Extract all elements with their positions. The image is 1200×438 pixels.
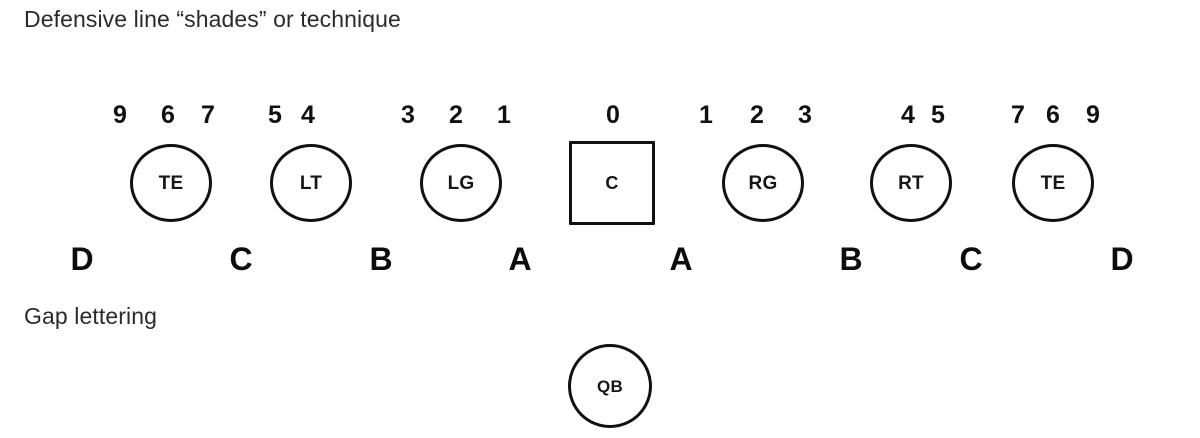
player-lt-1: LT: [270, 144, 352, 222]
technique-number: 2: [449, 101, 463, 129]
technique-number: 3: [798, 101, 812, 129]
technique-number: 4: [901, 101, 915, 129]
player-label: TE: [158, 172, 184, 194]
page-title: Defensive line “shades” or technique: [24, 6, 401, 32]
technique-number: 7: [201, 101, 215, 129]
player-c-3: C: [569, 141, 655, 225]
technique-number: 7: [1011, 101, 1025, 129]
gap-letter: C: [229, 241, 253, 277]
gap-letter: B: [369, 241, 393, 277]
gap-letter: D: [1110, 241, 1134, 277]
gap-letter: D: [70, 241, 94, 277]
player-qb: QB: [568, 344, 652, 428]
technique-number: 1: [699, 101, 713, 129]
technique-number: 9: [113, 101, 127, 129]
technique-number: 9: [1086, 101, 1100, 129]
player-label: LG: [447, 172, 475, 194]
player-label: RT: [898, 172, 924, 194]
gap-letter: A: [669, 241, 693, 277]
technique-number: 3: [401, 101, 415, 129]
player-te-6: TE: [1012, 144, 1094, 222]
technique-number: 6: [161, 101, 175, 129]
player-lg-2: LG: [420, 144, 502, 222]
gap-letter: B: [839, 241, 863, 277]
player-te-0: TE: [130, 144, 212, 222]
player-label: C: [605, 173, 619, 193]
technique-number: 1: [497, 101, 511, 129]
technique-number: 5: [931, 101, 945, 129]
player-label: TE: [1040, 172, 1066, 194]
technique-number: 6: [1046, 101, 1060, 129]
technique-number: 0: [606, 101, 620, 129]
gap-letter: C: [959, 241, 983, 277]
player-label: QB: [597, 376, 623, 396]
technique-number: 2: [750, 101, 764, 129]
player-label: RG: [748, 172, 778, 194]
technique-number: 5: [268, 101, 282, 129]
player-label: LT: [299, 172, 323, 194]
technique-number: 4: [301, 101, 315, 129]
player-rt-5: RT: [870, 144, 952, 222]
gap-lettering-label: Gap lettering: [24, 303, 157, 329]
gap-letter: A: [508, 241, 532, 277]
player-rg-4: RG: [722, 144, 804, 222]
